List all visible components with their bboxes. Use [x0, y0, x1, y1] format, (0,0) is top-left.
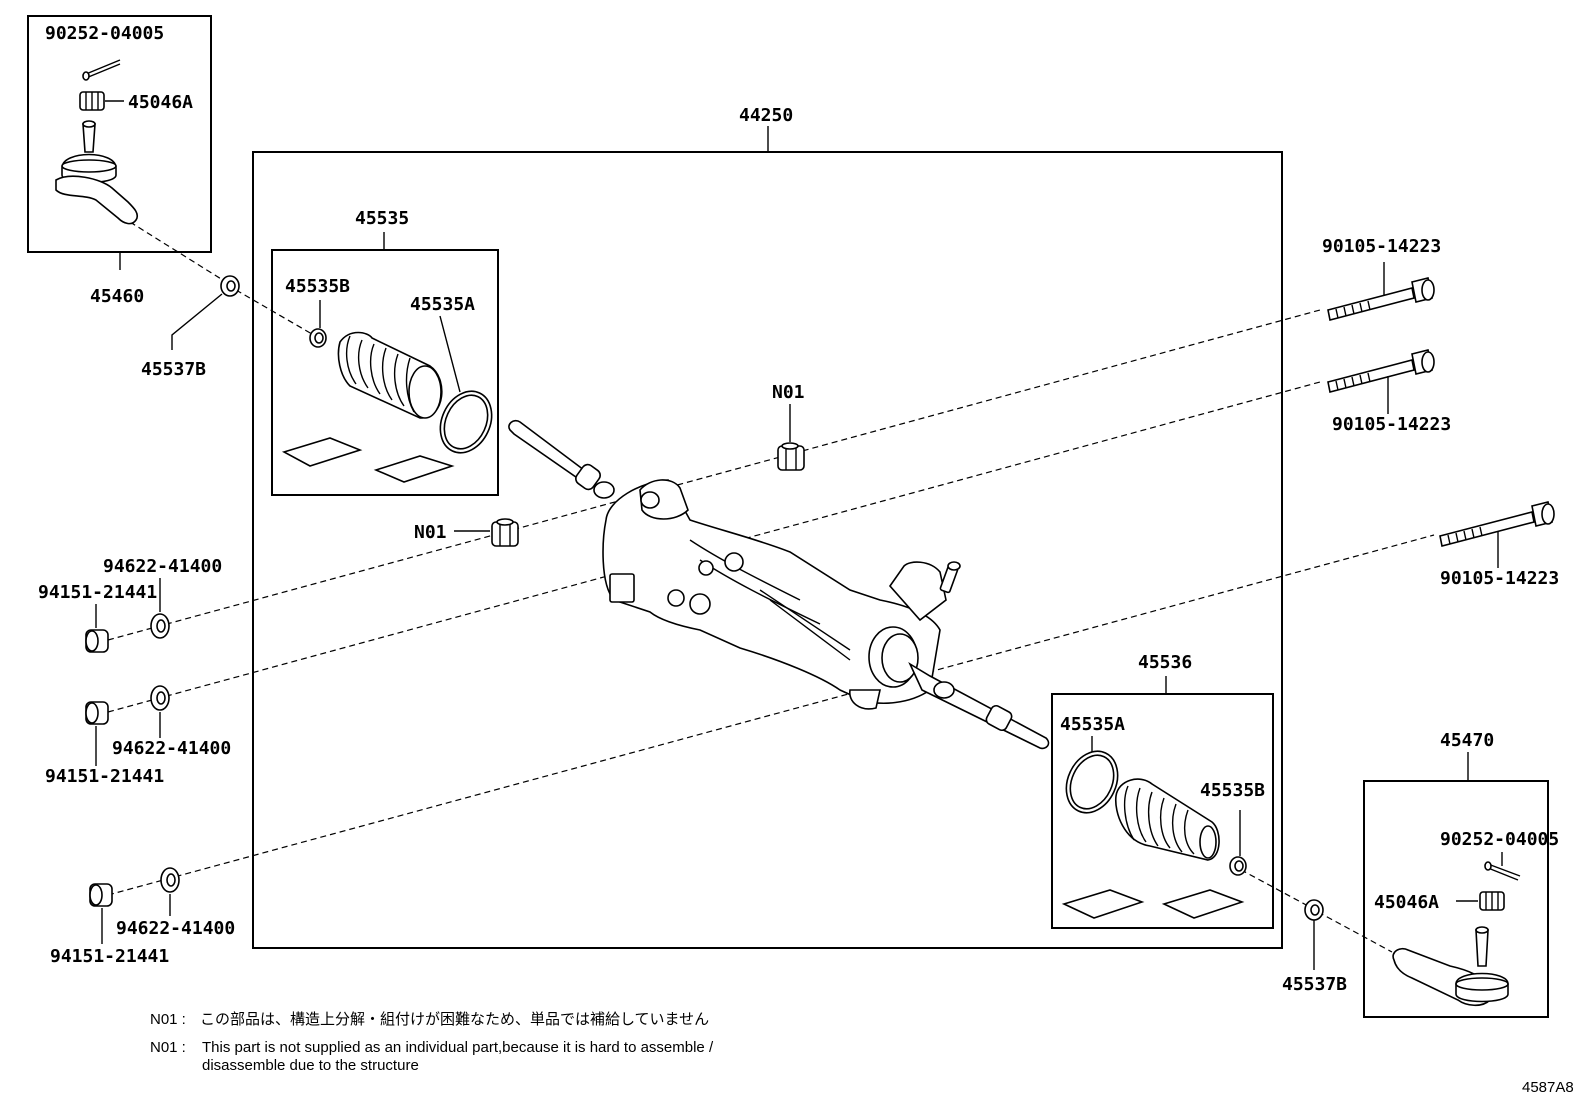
label-cotter-pin-right: 90252-04005 — [1440, 829, 1559, 850]
boot-clip-left-outer-icon — [220, 275, 240, 297]
boot-clip-left-icon — [309, 328, 327, 348]
bolt-2-icon — [1327, 349, 1435, 393]
tie-rod-end-left-icon — [55, 120, 139, 225]
label-boot-clip-right-outer: 45537B — [1282, 974, 1347, 995]
bolt-1-icon — [1327, 277, 1435, 321]
boot-band-right-icon — [1065, 750, 1119, 814]
label-boot-clip-left: 45535B — [285, 276, 350, 297]
nut-2-icon — [85, 701, 109, 725]
note-en-line1: This part is not supplied as an individu… — [202, 1039, 714, 1056]
washer-2-icon — [150, 685, 170, 711]
label-nut-1: 94151-21441 — [38, 582, 157, 603]
boot-left-icon — [337, 331, 443, 419]
castle-nut-left-icon — [79, 91, 105, 111]
cotter-pin-right-icon — [1484, 861, 1521, 881]
label-boot-band-left: 45535A — [410, 294, 475, 315]
boot-clip-right-outer-icon — [1304, 899, 1324, 921]
washer-1-icon — [150, 613, 170, 639]
label-bolt-1: 90105-14223 — [1322, 236, 1441, 257]
boot-kit-right-box — [1051, 693, 1274, 929]
boot-clip-right-icon — [1229, 856, 1247, 876]
note-jp-prefix: N01 : — [150, 1011, 186, 1028]
label-washer-3: 94622-41400 — [116, 918, 235, 939]
label-washer-1: 94622-41400 — [103, 556, 222, 577]
assembly-lines — [107, 221, 1435, 953]
label-nut-2: 94151-21441 — [45, 766, 164, 787]
cotter-pin-left-icon — [82, 59, 121, 81]
diagram-code: 4587A8 — [1522, 1079, 1574, 1096]
boot-kit-left-box — [271, 249, 499, 496]
label-boot-clip-right: 45535B — [1200, 780, 1265, 801]
label-nut-left: 45046A — [128, 92, 193, 113]
label-bolt-3: 90105-14223 — [1440, 568, 1559, 589]
bolt-3-icon — [1439, 501, 1555, 547]
n01-lower-nut-icon — [491, 518, 519, 547]
label-boot-kit-right: 45536 — [1138, 652, 1192, 673]
label-boot-band-right: 45535A — [1060, 714, 1125, 735]
label-nut-right: 45046A — [1374, 892, 1439, 913]
label-nut-3: 94151-21441 — [50, 946, 169, 967]
label-gear-assembly: 44250 — [739, 105, 793, 126]
label-washer-2: 94622-41400 — [112, 738, 231, 759]
label-tie-rod-end-right: 45470 — [1440, 730, 1494, 751]
label-n01-upper: N01 — [772, 382, 805, 403]
label-boot-clip-left-outer: 45537B — [141, 359, 206, 380]
nut-1-icon — [85, 629, 109, 653]
label-boot-kit-left: 45535 — [355, 208, 409, 229]
tie-rod-end-right-icon — [1392, 926, 1509, 1007]
steering-gear-housing-icon — [602, 479, 961, 710]
note-en-line2: disassemble due to the structure — [202, 1057, 419, 1074]
leader-boot-band-left — [439, 315, 461, 393]
note-en-prefix: N01 : — [150, 1039, 186, 1056]
label-n01-lower: N01 — [414, 522, 447, 543]
nut-3-icon — [89, 883, 113, 907]
grease-pack-right-icon — [1061, 889, 1245, 919]
tie-rod-end-right-box — [1363, 780, 1549, 1018]
note-jp-text: この部品は、構造上分解・組付けが困難なため、単品では補給していません — [200, 1011, 709, 1028]
n01-upper-nut-icon — [777, 442, 805, 471]
label-cotter-pin-left: 90252-04005 — [45, 23, 164, 44]
inner-tie-rod-left-icon — [508, 419, 615, 499]
washer-3-icon — [160, 867, 180, 893]
boot-right-icon — [1114, 778, 1220, 861]
leader-boot-clip-left-outer — [171, 293, 223, 350]
label-tie-rod-end-left: 45460 — [90, 286, 144, 307]
grease-pack-left-icon — [281, 437, 455, 483]
boot-band-left-icon — [439, 390, 493, 454]
castle-nut-right-icon — [1479, 891, 1505, 911]
label-bolt-2: 90105-14223 — [1332, 414, 1451, 435]
inner-tie-rod-right-icon — [908, 661, 1050, 750]
